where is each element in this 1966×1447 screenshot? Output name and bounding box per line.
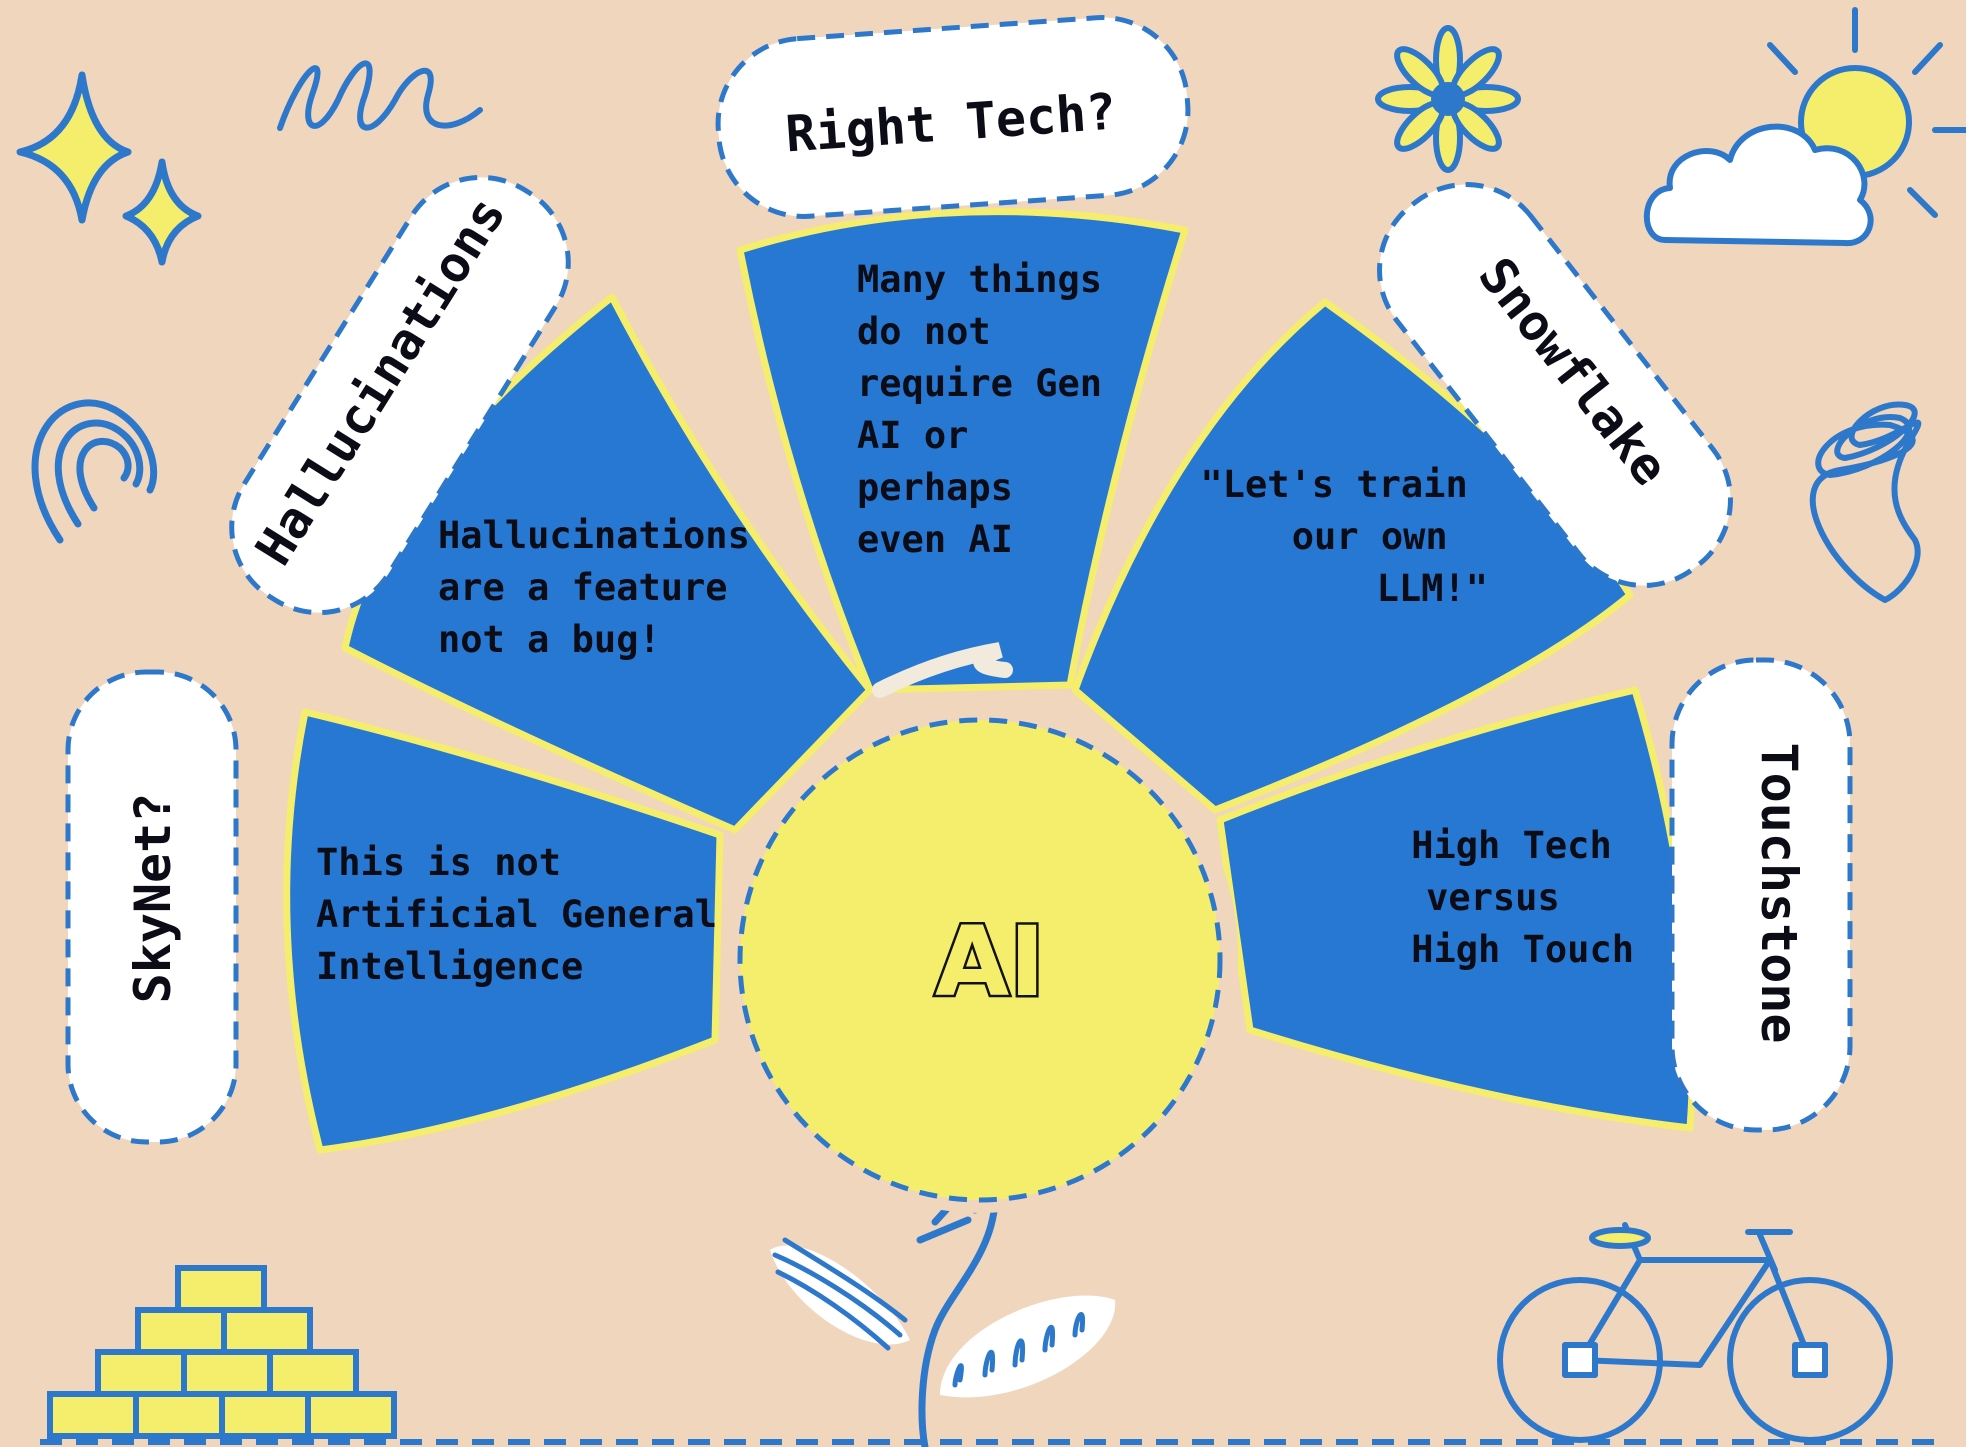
petal-line: our own (1292, 515, 1448, 558)
leaf-icon (940, 1295, 1116, 1398)
petal-line: do not (857, 310, 991, 353)
petal-skynet (283, 708, 724, 1154)
petal-line: LLM!" (1377, 567, 1488, 610)
petal-line: perhaps (857, 466, 1013, 509)
flower-icon (1375, 25, 1521, 173)
petal-line: require Gen (857, 362, 1102, 405)
petal-text-snowflake: "Let's train our own LLM!" (1200, 463, 1490, 610)
label-bubble-skynet (65, 669, 239, 1145)
petal-line: Many things (857, 258, 1102, 301)
petal-line: Intelligence (316, 945, 583, 988)
petal-line: AI or (857, 414, 968, 457)
petal-text-right-tech: Many things do not require Gen AI or per… (857, 258, 1124, 561)
label-bubble-touchstone (1669, 657, 1853, 1133)
petal-line: Hallucinations (438, 514, 750, 557)
petal-line: versus (1426, 876, 1560, 919)
label-bubble-right-tech (715, 15, 1191, 219)
sparkle-icon (16, 71, 202, 266)
petal-text-touchstone: High Tech versus High Touch (1411, 824, 1634, 971)
squiggle-icon (277, 60, 483, 131)
petal-line: even AI (857, 518, 1013, 561)
petal-line: are a feature (438, 566, 728, 609)
center-disc: AI (722, 642, 1238, 1213)
label-bubble-snowflake (1377, 182, 1733, 588)
petal-right-tech (736, 208, 1189, 694)
petal-line: High Touch (1411, 928, 1634, 971)
sun-cloud-icon (1643, 7, 1966, 247)
label-touchstone: Touchstone (1750, 742, 1808, 1043)
stem-icon (916, 1181, 999, 1447)
spring-coil-icon (1809, 401, 1922, 603)
petal-line: Artificial General (316, 893, 717, 936)
petal-line: This is not (316, 841, 561, 884)
brick-pyramid-icon (47, 1265, 397, 1439)
petal-line: not a bug! (438, 618, 661, 661)
petal-text-hallucinations: Hallucinations are a feature not a bug! (438, 514, 772, 661)
petal-line: High Tech (1411, 824, 1611, 867)
center-label: AI (935, 906, 1045, 1018)
label-bubble-hallucinations (229, 174, 571, 616)
petal-text-skynet: This is not Artificial General Intellige… (316, 841, 739, 988)
rainbow-icon (31, 399, 158, 544)
label-skynet: SkyNet? (124, 793, 182, 1004)
leaf-icon (770, 1237, 910, 1351)
petal-line: "Let's train (1200, 463, 1467, 506)
bicycle-icon (1497, 1222, 1893, 1443)
